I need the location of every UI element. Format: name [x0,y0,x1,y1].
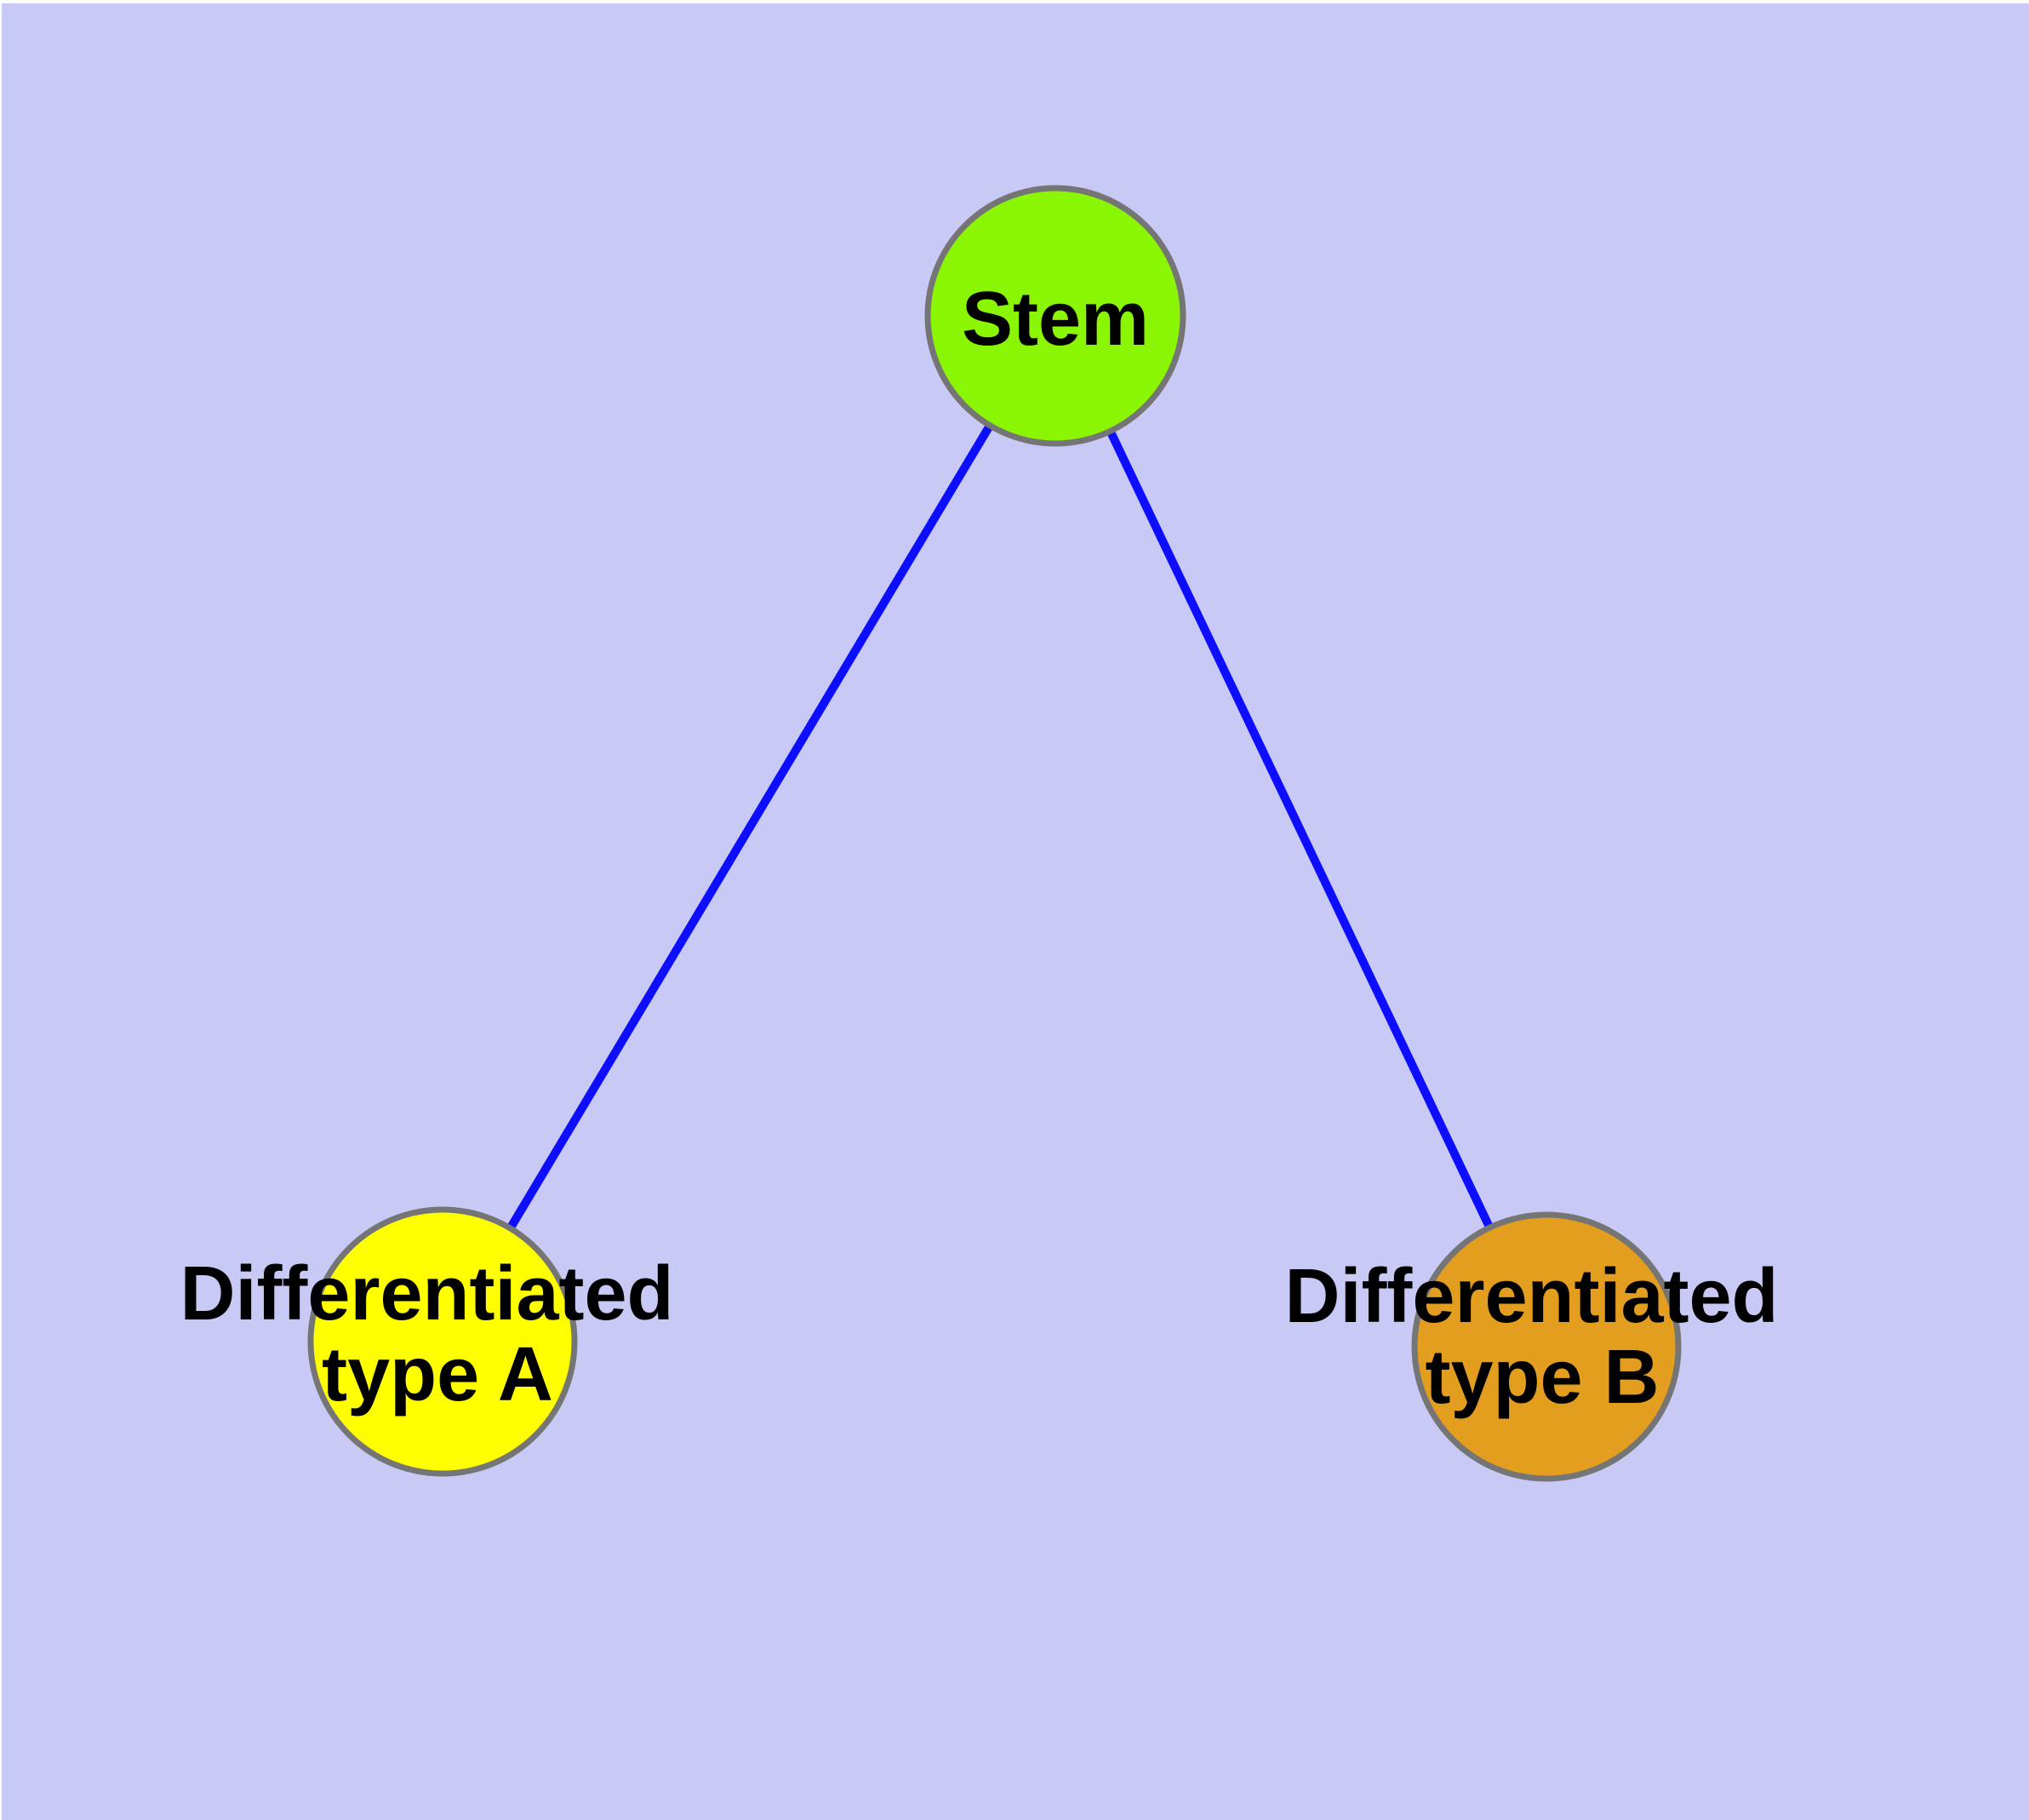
node-differentiated-type-b-label-line-1: Differentiated [1284,1254,1778,1339]
node-differentiated-type-a-label-line-1: Differentiated [180,1251,673,1336]
edge-stem-to-type-a [438,313,1060,1344]
node-differentiated-type-b-label-line-2: type B [1425,1335,1659,1420]
node-stem-label: Stem [962,277,1149,362]
node-differentiated-type-b-label: Differentiated type B [1284,1254,1799,1420]
node-differentiated-type-a-circle [307,1206,578,1477]
node-differentiated-type-a-label-line-2: type A [322,1332,553,1417]
node-stem-circle [924,185,1186,447]
node-differentiated-type-b-circle [1411,1211,1682,1482]
node-differentiated-type-a-label: Differentiated type A [180,1251,694,1417]
edge-stem-to-type-b [1051,313,1551,1349]
